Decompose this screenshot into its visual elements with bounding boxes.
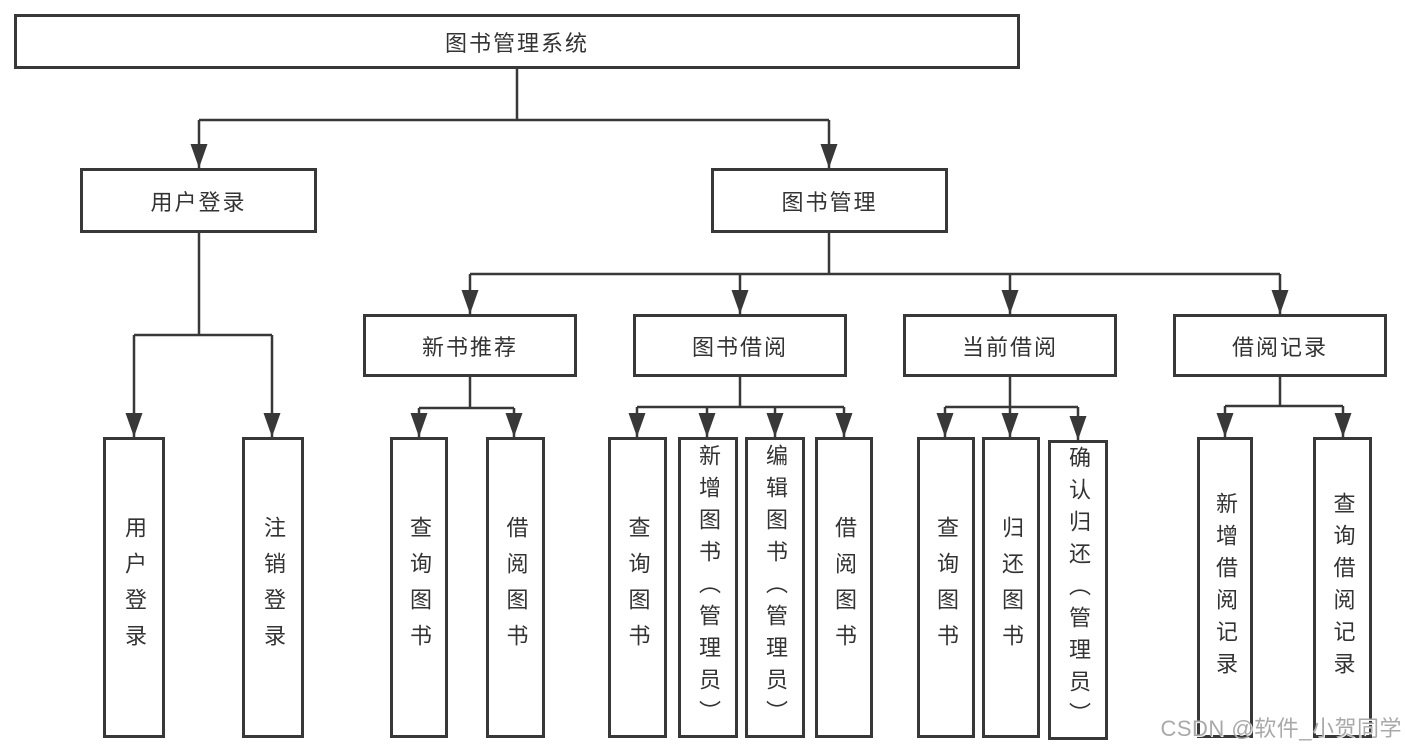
node-label: 借阅记录 xyxy=(1231,334,1328,360)
watermark: CSDN @软件_小贺同学 xyxy=(1160,716,1402,741)
arrowhead xyxy=(698,413,716,437)
arrowheads xyxy=(125,144,1352,440)
node-return-books: 归还图书 xyxy=(982,437,1040,738)
node-label: 注销登录 xyxy=(261,515,286,660)
node-label: 新增图书（管理员） xyxy=(696,443,721,732)
node-label: 图书借阅 xyxy=(691,334,788,360)
node-book-borrowing: 图书借阅 xyxy=(633,314,847,377)
node-label: 新增借阅记录 xyxy=(1213,491,1238,684)
node-borrowing-records: 借阅记录 xyxy=(1173,314,1387,377)
node-new-book-recommend: 新书推荐 xyxy=(363,314,577,377)
arrowhead xyxy=(1334,413,1352,437)
arrowhead xyxy=(820,144,838,168)
node-label: 用户登录 xyxy=(122,515,147,660)
arrowhead xyxy=(936,413,954,437)
arrowhead xyxy=(628,413,646,437)
node-logout: 注销登录 xyxy=(242,437,304,738)
node-query-books-recommend: 查询图书 xyxy=(390,437,448,738)
arrowhead xyxy=(263,413,281,437)
node-label: 确认归还（管理员） xyxy=(1066,446,1091,734)
node-label: 新书推荐 xyxy=(421,334,518,360)
node-label: 借阅图书 xyxy=(832,515,857,660)
arrowhead xyxy=(731,290,749,314)
node-label: 查询图书 xyxy=(407,515,432,660)
node-label: 用户登录 xyxy=(150,189,247,215)
arrowhead xyxy=(125,413,143,437)
node-user-login-leaf: 用户登录 xyxy=(103,437,165,738)
node-add-books-admin: 新增图书（管理员） xyxy=(678,437,738,738)
node-label: 当前借阅 xyxy=(961,334,1058,360)
arrowhead xyxy=(410,413,428,437)
node-query-books-borrowing: 查询图书 xyxy=(608,437,667,738)
node-user-login: 用户登录 xyxy=(80,168,317,233)
node-add-borrow-record: 新增借阅记录 xyxy=(1197,437,1253,738)
arrowhead xyxy=(1001,413,1019,437)
node-borrow-books-recommend: 借阅图书 xyxy=(486,437,545,738)
node-query-borrow-record: 查询借阅记录 xyxy=(1313,437,1372,738)
node-borrow-books-borrowing: 借阅图书 xyxy=(815,437,873,738)
node-current-borrowing: 当前借阅 xyxy=(903,314,1117,377)
node-query-books-current: 查询图书 xyxy=(917,437,975,738)
node-label: 查询借阅记录 xyxy=(1330,491,1356,684)
node-label: 查询图书 xyxy=(934,515,959,660)
arrowhead xyxy=(835,413,853,437)
node-book-management-system: 图书管理系统 xyxy=(14,14,1020,69)
node-label: 图书管理系统 xyxy=(444,30,589,56)
arrowhead xyxy=(1216,413,1234,437)
node-label: 编辑图书（管理员） xyxy=(763,443,788,732)
arrowhead xyxy=(505,413,523,437)
node-edit-books-admin: 编辑图书（管理员） xyxy=(745,437,805,738)
node-label: 查询图书 xyxy=(625,515,651,660)
node-book-management: 图书管理 xyxy=(711,168,948,233)
arrowhead xyxy=(461,290,479,314)
node-confirm-return-admin: 确认归还（管理员） xyxy=(1048,440,1108,740)
node-label: 图书管理 xyxy=(781,189,878,215)
node-label: 归还图书 xyxy=(999,515,1024,660)
node-label: 借阅图书 xyxy=(503,515,529,660)
arrowhead xyxy=(1069,416,1087,440)
arrowhead xyxy=(190,144,208,168)
arrowhead xyxy=(1001,290,1019,314)
arrowhead xyxy=(766,413,784,437)
connector-lines xyxy=(132,69,1345,440)
arrowhead xyxy=(1271,290,1289,314)
